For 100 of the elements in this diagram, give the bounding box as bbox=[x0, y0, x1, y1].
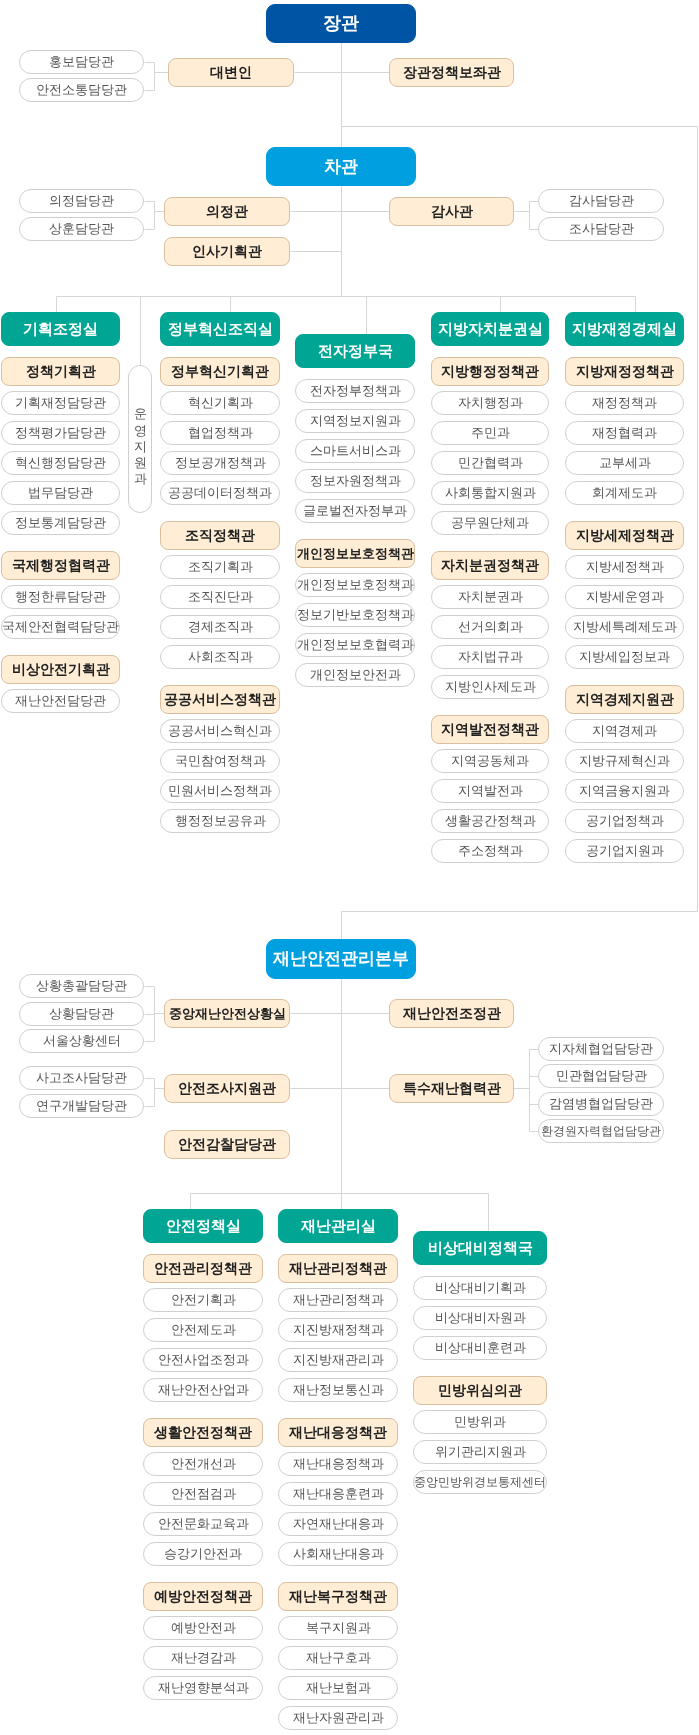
unit-box: 재난경감과 bbox=[143, 1646, 263, 1670]
unit-box: 안전문화교육과 bbox=[143, 1512, 263, 1536]
unit-box: 비상대비훈련과 bbox=[413, 1336, 547, 1360]
position-box: 감사관 bbox=[389, 197, 514, 226]
unit-box: 지역금융지원과 bbox=[565, 779, 684, 803]
unit-box: 안전점검과 bbox=[143, 1482, 263, 1506]
unit-box: 위기관리지원과 bbox=[413, 1440, 547, 1464]
unit-box: 비상대비자원과 bbox=[413, 1306, 547, 1330]
unit-box: 정보기반보호정책과 bbox=[295, 603, 415, 627]
unit-box: 자치행정과 bbox=[431, 391, 549, 415]
unit-box: 전자정부정책과 bbox=[295, 379, 415, 403]
unit-box: 조직기획과 bbox=[160, 555, 280, 579]
unit-box: 안전개선과 bbox=[143, 1452, 263, 1476]
unit-box: 지역정보지원과 bbox=[295, 409, 415, 433]
unit-box: 협업정책과 bbox=[160, 421, 280, 445]
unit-box: 민원서비스정책과 bbox=[160, 779, 280, 803]
position-box: 예방안전정책관 bbox=[143, 1582, 263, 1611]
unit-box: 자연재난대응과 bbox=[278, 1512, 398, 1536]
section-box: 재난관리실 bbox=[278, 1209, 398, 1243]
unit-box: 지역경제과 bbox=[565, 719, 684, 743]
unit-box: 지방규제혁신과 bbox=[565, 749, 684, 773]
connector-line bbox=[144, 211, 165, 230]
connector-line bbox=[144, 1013, 165, 1042]
position-box: 의정관 bbox=[164, 197, 290, 226]
head-box: 차관 bbox=[266, 147, 416, 186]
unit-box: 자치법규과 bbox=[431, 645, 549, 669]
section-box: 안전정책실 bbox=[143, 1209, 263, 1243]
unit-box: 경제조직과 bbox=[160, 615, 280, 639]
section-box: 전자정부국 bbox=[295, 334, 415, 368]
unit-box: 공무원단체과 bbox=[431, 511, 549, 535]
unit-box: 감염병협업담당관 bbox=[538, 1092, 664, 1116]
unit-box: 정보통계담당관 bbox=[1, 511, 120, 535]
position-box: 장관정책보좌관 bbox=[389, 58, 514, 87]
position-box: 생활안전정책관 bbox=[143, 1418, 263, 1447]
unit-box: 민관협업담당관 bbox=[538, 1064, 664, 1088]
position-box: 재난복구정책관 bbox=[278, 1582, 398, 1611]
unit-box: 공공데이터정책과 bbox=[160, 481, 280, 505]
position-box: 대변인 bbox=[168, 58, 294, 87]
connector-line bbox=[514, 211, 539, 230]
unit-box: 개인정보보호정책과 bbox=[295, 573, 415, 597]
position-box: 민방위심의관 bbox=[413, 1376, 547, 1405]
connector-line bbox=[144, 1088, 165, 1107]
unit-box: 안전기획과 bbox=[143, 1288, 263, 1312]
position-box: 지방재정정책관 bbox=[565, 357, 684, 386]
unit-box: 재정정책과 bbox=[565, 391, 684, 415]
position-box: 지역발전정책관 bbox=[431, 715, 549, 744]
unit-box: 재난대응정책과 bbox=[278, 1452, 398, 1476]
unit-box: 지방세정책과 bbox=[565, 555, 684, 579]
unit-box: 의정담당관 bbox=[19, 189, 144, 213]
unit-box: 비상대비기획과 bbox=[413, 1276, 547, 1300]
unit-box: 재난영향분석과 bbox=[143, 1676, 263, 1700]
unit-box: 자치분권과 bbox=[431, 585, 549, 609]
unit-box: 재난안전담당관 bbox=[1, 689, 120, 713]
unit-box: 주민과 bbox=[431, 421, 549, 445]
unit-box: 스마트서비스과 bbox=[295, 439, 415, 463]
position-box: 안전조사지원관 bbox=[164, 1074, 290, 1103]
unit-box: 재난자원관리과 bbox=[278, 1706, 398, 1730]
position-box: 국제행정협력관 bbox=[1, 551, 120, 580]
unit-box: 상훈담당관 bbox=[19, 217, 144, 241]
unit-box: 예방안전과 bbox=[143, 1616, 263, 1640]
unit-box: 회계제도과 bbox=[565, 481, 684, 505]
unit-box: 조사담당관 bbox=[538, 217, 664, 241]
unit-box: 홍보담당관 bbox=[19, 50, 144, 74]
unit-box: 정보자원정책과 bbox=[295, 469, 415, 493]
unit-box: 국민참여정책과 bbox=[160, 749, 280, 773]
position-box: 재난안전조정관 bbox=[389, 999, 514, 1028]
section-box: 정부혁신조직실 bbox=[160, 312, 280, 346]
position-box: 안전관리정책관 bbox=[143, 1254, 263, 1283]
unit-box: 지자체협업담당관 bbox=[538, 1037, 664, 1061]
section-box: 기획조정실 bbox=[1, 312, 120, 346]
unit-box: 지방인사제도과 bbox=[431, 675, 549, 699]
unit-box: 지진방재정책과 bbox=[278, 1318, 398, 1342]
position-box: 비상안전기획관 bbox=[1, 655, 120, 684]
unit-box: 사고조사담당관 bbox=[19, 1066, 144, 1090]
unit-box: 재난대응훈련과 bbox=[278, 1482, 398, 1506]
unit-box: 승강기안전과 bbox=[143, 1542, 263, 1566]
unit-box: 환경원자력협업담당관 bbox=[538, 1119, 664, 1143]
unit-box: 사회조직과 bbox=[160, 645, 280, 669]
position-box: 자치분권정책관 bbox=[431, 551, 549, 580]
unit-box: 재난정보통신과 bbox=[278, 1378, 398, 1402]
position-box: 지방행정정책관 bbox=[431, 357, 549, 386]
unit-box: 서울상황센터 bbox=[19, 1029, 144, 1053]
unit-box: 사회재난대응과 bbox=[278, 1542, 398, 1566]
unit-box: 재난관리정책과 bbox=[278, 1288, 398, 1312]
unit-box: 재난구호과 bbox=[278, 1646, 398, 1670]
unit-box: 지진방재관리과 bbox=[278, 1348, 398, 1372]
unit-box: 상황담당관 bbox=[19, 1002, 144, 1026]
unit-box: 조직진단과 bbox=[160, 585, 280, 609]
unit-box: 재난안전산업과 bbox=[143, 1378, 263, 1402]
section-box: 비상대비정책국 bbox=[413, 1231, 547, 1265]
unit-box: 공기업지원과 bbox=[565, 839, 684, 863]
connector-line bbox=[144, 72, 169, 91]
position-box: 지방세제정책관 bbox=[565, 521, 684, 550]
head-box: 재난안전관리본부 bbox=[266, 939, 416, 979]
unit-box: 법무담당관 bbox=[1, 481, 120, 505]
unit-box: 혁신기획과 bbox=[160, 391, 280, 415]
unit-box: 민방위과 bbox=[413, 1410, 547, 1434]
unit-box: 지역공동체과 bbox=[431, 749, 549, 773]
head-box: 장관 bbox=[266, 4, 416, 43]
unit-box: 선거의회과 bbox=[431, 615, 549, 639]
